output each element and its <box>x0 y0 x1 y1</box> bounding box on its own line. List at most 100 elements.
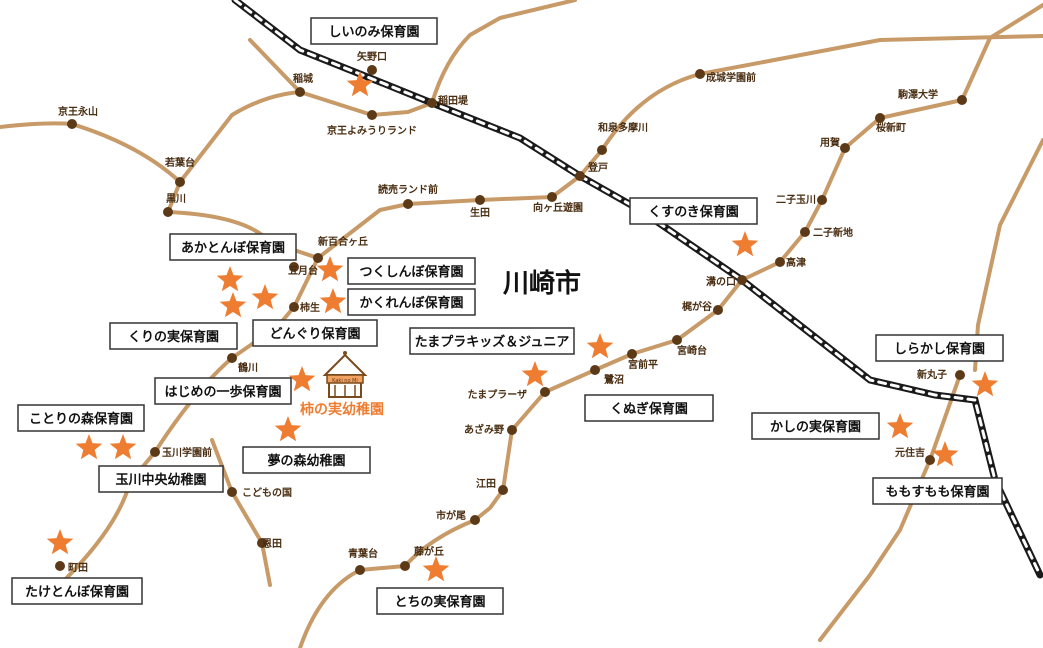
station-dot-takatsu <box>775 257 785 267</box>
station-dot-shinyurigaoka <box>313 253 323 263</box>
station-dot-komadai <box>957 95 967 105</box>
station-dot-tamaplaza <box>540 387 550 397</box>
station-dot-satsukidai <box>289 262 299 272</box>
station-dot-kurokawa <box>163 207 173 217</box>
station-label-sakurashinmachi: 桜新町 <box>876 121 906 134</box>
nursery-name-kurinomi: くりの実保育園 <box>128 329 219 345</box>
station-label-ichigao: 市が尾 <box>436 509 466 522</box>
station-dot-ikuta <box>475 195 485 205</box>
nursery-box-akatonbo: あかとんぼ保育園 <box>169 233 297 261</box>
nursery-box-yumenomori: 夢の森幼稚園 <box>242 446 371 474</box>
sagamihara-line <box>0 121 182 184</box>
nursery-star-icon <box>316 256 344 282</box>
nursery-box-tochinomi: とちの実保育園 <box>376 587 504 615</box>
station-dot-mizonokuchi <box>737 275 747 285</box>
nursery-name-kakurenbo: かくれんぼ保育園 <box>359 295 463 311</box>
nursery-star-icon <box>586 333 614 359</box>
station-label-azamino: あざみ野 <box>464 423 504 436</box>
station-label-futakoshinchi: 二子新地 <box>813 226 853 239</box>
nursery-box-kakurenbo: かくれんぼ保育園 <box>347 288 476 316</box>
station-dot-keionagayama <box>67 119 77 129</box>
station-label-machida: 町田 <box>68 562 88 574</box>
nursery-star-icon <box>216 266 244 292</box>
station-dot-miyamaedaira <box>627 349 637 359</box>
featured-school: Kaki no Mi 柿の実幼稚園 <box>300 351 384 418</box>
den-en-toshi-line <box>298 3 1043 648</box>
station-label-kodomonokuni: こどもの国 <box>242 486 292 499</box>
station-dot-inadazutsumi <box>427 98 437 108</box>
station-dot-yoga <box>840 143 850 153</box>
nursery-star-icon <box>422 556 450 582</box>
nursery-box-kashinomi: かしの実保育園 <box>751 412 880 440</box>
station-label-ikuta: 生田 <box>470 206 490 219</box>
station-dot-futakotamagawa <box>817 195 827 205</box>
station-dot-izumitamagawa <box>597 145 607 155</box>
nursery-star-icon <box>288 366 316 392</box>
nursery-name-momosumomo: ももすもも保育園 <box>885 484 989 500</box>
station-label-noborito: 登戸 <box>587 161 608 174</box>
nursery-box-donguri: どんぐり保育園 <box>252 319 378 347</box>
nursery-star-icon <box>319 288 347 314</box>
station-label-miyazakidai: 宮崎台 <box>677 344 707 357</box>
station-label-aobadai: 青葉台 <box>348 547 378 560</box>
keio-line <box>248 38 434 117</box>
station-label-wakabadai: 若葉台 <box>164 156 195 169</box>
nursery-star-icon <box>46 529 74 555</box>
station-label-fujigaoka: 藤が丘 <box>414 545 444 558</box>
nursery-name-kashinomi: かしの実保育園 <box>770 419 861 435</box>
nursery-star-icon <box>731 231 759 257</box>
station-dot-yomiurilandmae <box>403 199 413 209</box>
nambu-line <box>430 0 577 105</box>
nursery-name-hajimeno: はじめの一歩保育園 <box>164 384 281 400</box>
nursery-star-icon <box>274 416 302 442</box>
station-label-yanoguchi: 矢野口 <box>357 50 387 63</box>
station-label-satsukidai: 五月台 <box>288 264 318 277</box>
nursery-name-kotori: ことりの森保育園 <box>29 411 133 427</box>
station-label-yomiuriland: 京王よみうりランド <box>327 124 417 137</box>
station-dot-wakabadai <box>175 177 185 187</box>
station-label-futakotamagawa: 二子玉川 <box>776 194 816 206</box>
station-dot-noborito <box>575 171 585 181</box>
toyoko-line-east <box>818 373 962 642</box>
station-dot-kajigaya <box>713 305 723 315</box>
station-label-eda: 江田 <box>476 477 496 490</box>
nursery-name-takatonbo: たけとんぼ保育園 <box>25 584 129 600</box>
nursery-name-tochinomi: とちの実保育園 <box>394 594 485 610</box>
station-dot-sakurashinmachi <box>875 113 885 123</box>
station-dot-aobadai <box>355 565 365 575</box>
station-label-kajigaya: 梶が谷 <box>682 300 713 313</box>
station-dot-futakoshinchi <box>800 227 810 237</box>
station-label-izumitamagawa: 和泉多摩川 <box>597 121 648 134</box>
station-dot-yanoguchi <box>367 65 377 75</box>
nursery-box-momosumomo: ももすもも保育園 <box>872 477 1003 505</box>
nursery-name-yumenomori: 夢の森幼稚園 <box>267 453 345 469</box>
nursery-star-icon <box>521 361 549 387</box>
nursery-star-icon <box>971 371 999 397</box>
nursery-name-shiinomi: しいのみ保育園 <box>328 24 419 40</box>
station-label-yoga: 用賀 <box>819 136 840 149</box>
nursery-name-tamagawachuo: 玉川中央幼稚園 <box>115 472 206 488</box>
station-label-saginuma: 鷺沼 <box>604 373 624 386</box>
station-dot-fujigaoka <box>400 561 410 571</box>
nursery-name-tsukushinbo: つくしんぼ保育園 <box>359 264 463 280</box>
station-label-keionagayama: 京王永山 <box>58 105 98 118</box>
station-dot-kakio <box>289 302 299 312</box>
station-dot-saginuma <box>590 365 600 375</box>
nursery-box-kusunoki: くすのき保育園 <box>629 197 758 225</box>
nursery-box-tsukushinbo: つくしんぼ保育園 <box>347 257 476 285</box>
station-dot-ichigao <box>470 515 480 525</box>
nursery-star-icon <box>346 71 374 97</box>
station-dot-azamino <box>507 425 517 435</box>
nursery-box-tamagawachuo: 玉川中央幼稚園 <box>98 465 224 493</box>
nursery-box-kunugi: くぬぎ保育園 <box>584 394 714 422</box>
nursery-star-icon <box>251 284 279 310</box>
station-dot-shinmaruko <box>955 370 965 380</box>
station-dot-onda <box>257 538 267 548</box>
nursery-box-kurinomi: くりの実保育園 <box>109 322 238 350</box>
nursery-box-hajimeno: はじめの一歩保育園 <box>154 377 292 405</box>
station-dot-kodomonokuni <box>227 487 237 497</box>
station-dot-inagi <box>295 87 305 97</box>
station-label-onda: 恩田 <box>262 538 282 550</box>
nursery-star-icon <box>886 413 914 439</box>
